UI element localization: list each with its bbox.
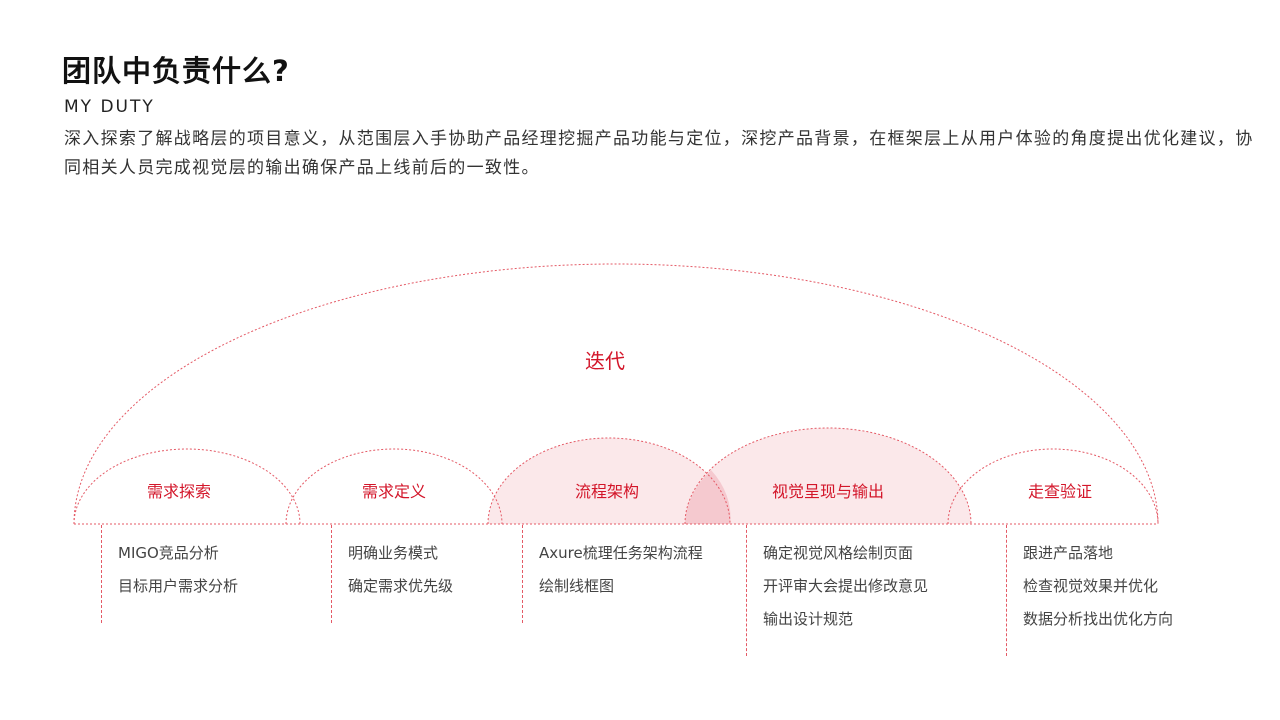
page-title: 团队中负责什么?: [62, 54, 290, 88]
task-list-architecture: Axure梳理任务架构流程 绘制线框图: [522, 525, 703, 623]
page-description: 深入探索了解战略层的项目意义，从范围层入手协助产品经理挖掘产品功能与定位，深挖产…: [64, 129, 1254, 178]
task-list-exploration: MIGO竞品分析 目标用户需求分析: [101, 525, 238, 623]
phase-dome-definition: [285, 448, 503, 525]
task-item: 输出设计规范: [763, 610, 854, 628]
iteration-label: 迭代: [585, 349, 625, 373]
phase-dome-verification: [947, 448, 1159, 525]
task-item: 开评审大会提出修改意见: [763, 577, 929, 595]
task-item: 确定视觉风格绘制页面: [763, 544, 914, 562]
page-subtitle: MY DUTY: [64, 97, 155, 117]
task-item: Axure梳理任务架构流程: [539, 544, 703, 562]
phase-dome-exploration: [73, 448, 301, 525]
phase-dome-visual: [684, 427, 972, 525]
iteration-dome: [73, 263, 1159, 525]
phase-dome-fill-architecture: [488, 438, 730, 524]
task-list-visual: 确定视觉风格绘制页面 开评审大会提出修改意见 输出设计规范: [746, 525, 928, 656]
task-item: 跟进产品落地: [1023, 544, 1114, 562]
phase-label-visual: 视觉呈现与输出: [771, 482, 884, 501]
task-item: 确定需求优先级: [348, 577, 454, 595]
task-item: 数据分析找出优化方向: [1023, 610, 1174, 628]
phase-label-exploration: 需求探索: [146, 482, 211, 501]
task-item: 明确业务模式: [348, 544, 439, 562]
task-list-definition: 明确业务模式 确定需求优先级: [331, 525, 453, 623]
phase-label-verification: 走查验证: [1027, 482, 1092, 501]
task-item: 绘制线框图: [539, 577, 615, 595]
task-item: 检查视觉效果并优化: [1023, 577, 1159, 595]
task-list-verification: 跟进产品落地 检查视觉效果并优化 数据分析找出优化方向: [1006, 525, 1173, 656]
phase-label-architecture: 流程架构: [574, 482, 639, 501]
phase-label-definition: 需求定义: [361, 482, 426, 501]
task-item: 目标用户需求分析: [118, 577, 239, 595]
phase-dome-architecture: [487, 437, 731, 525]
phase-dome-fill-visual: [685, 428, 971, 524]
task-item: MIGO竞品分析: [118, 544, 219, 562]
phase-overlap-fill: [685, 470, 731, 524]
